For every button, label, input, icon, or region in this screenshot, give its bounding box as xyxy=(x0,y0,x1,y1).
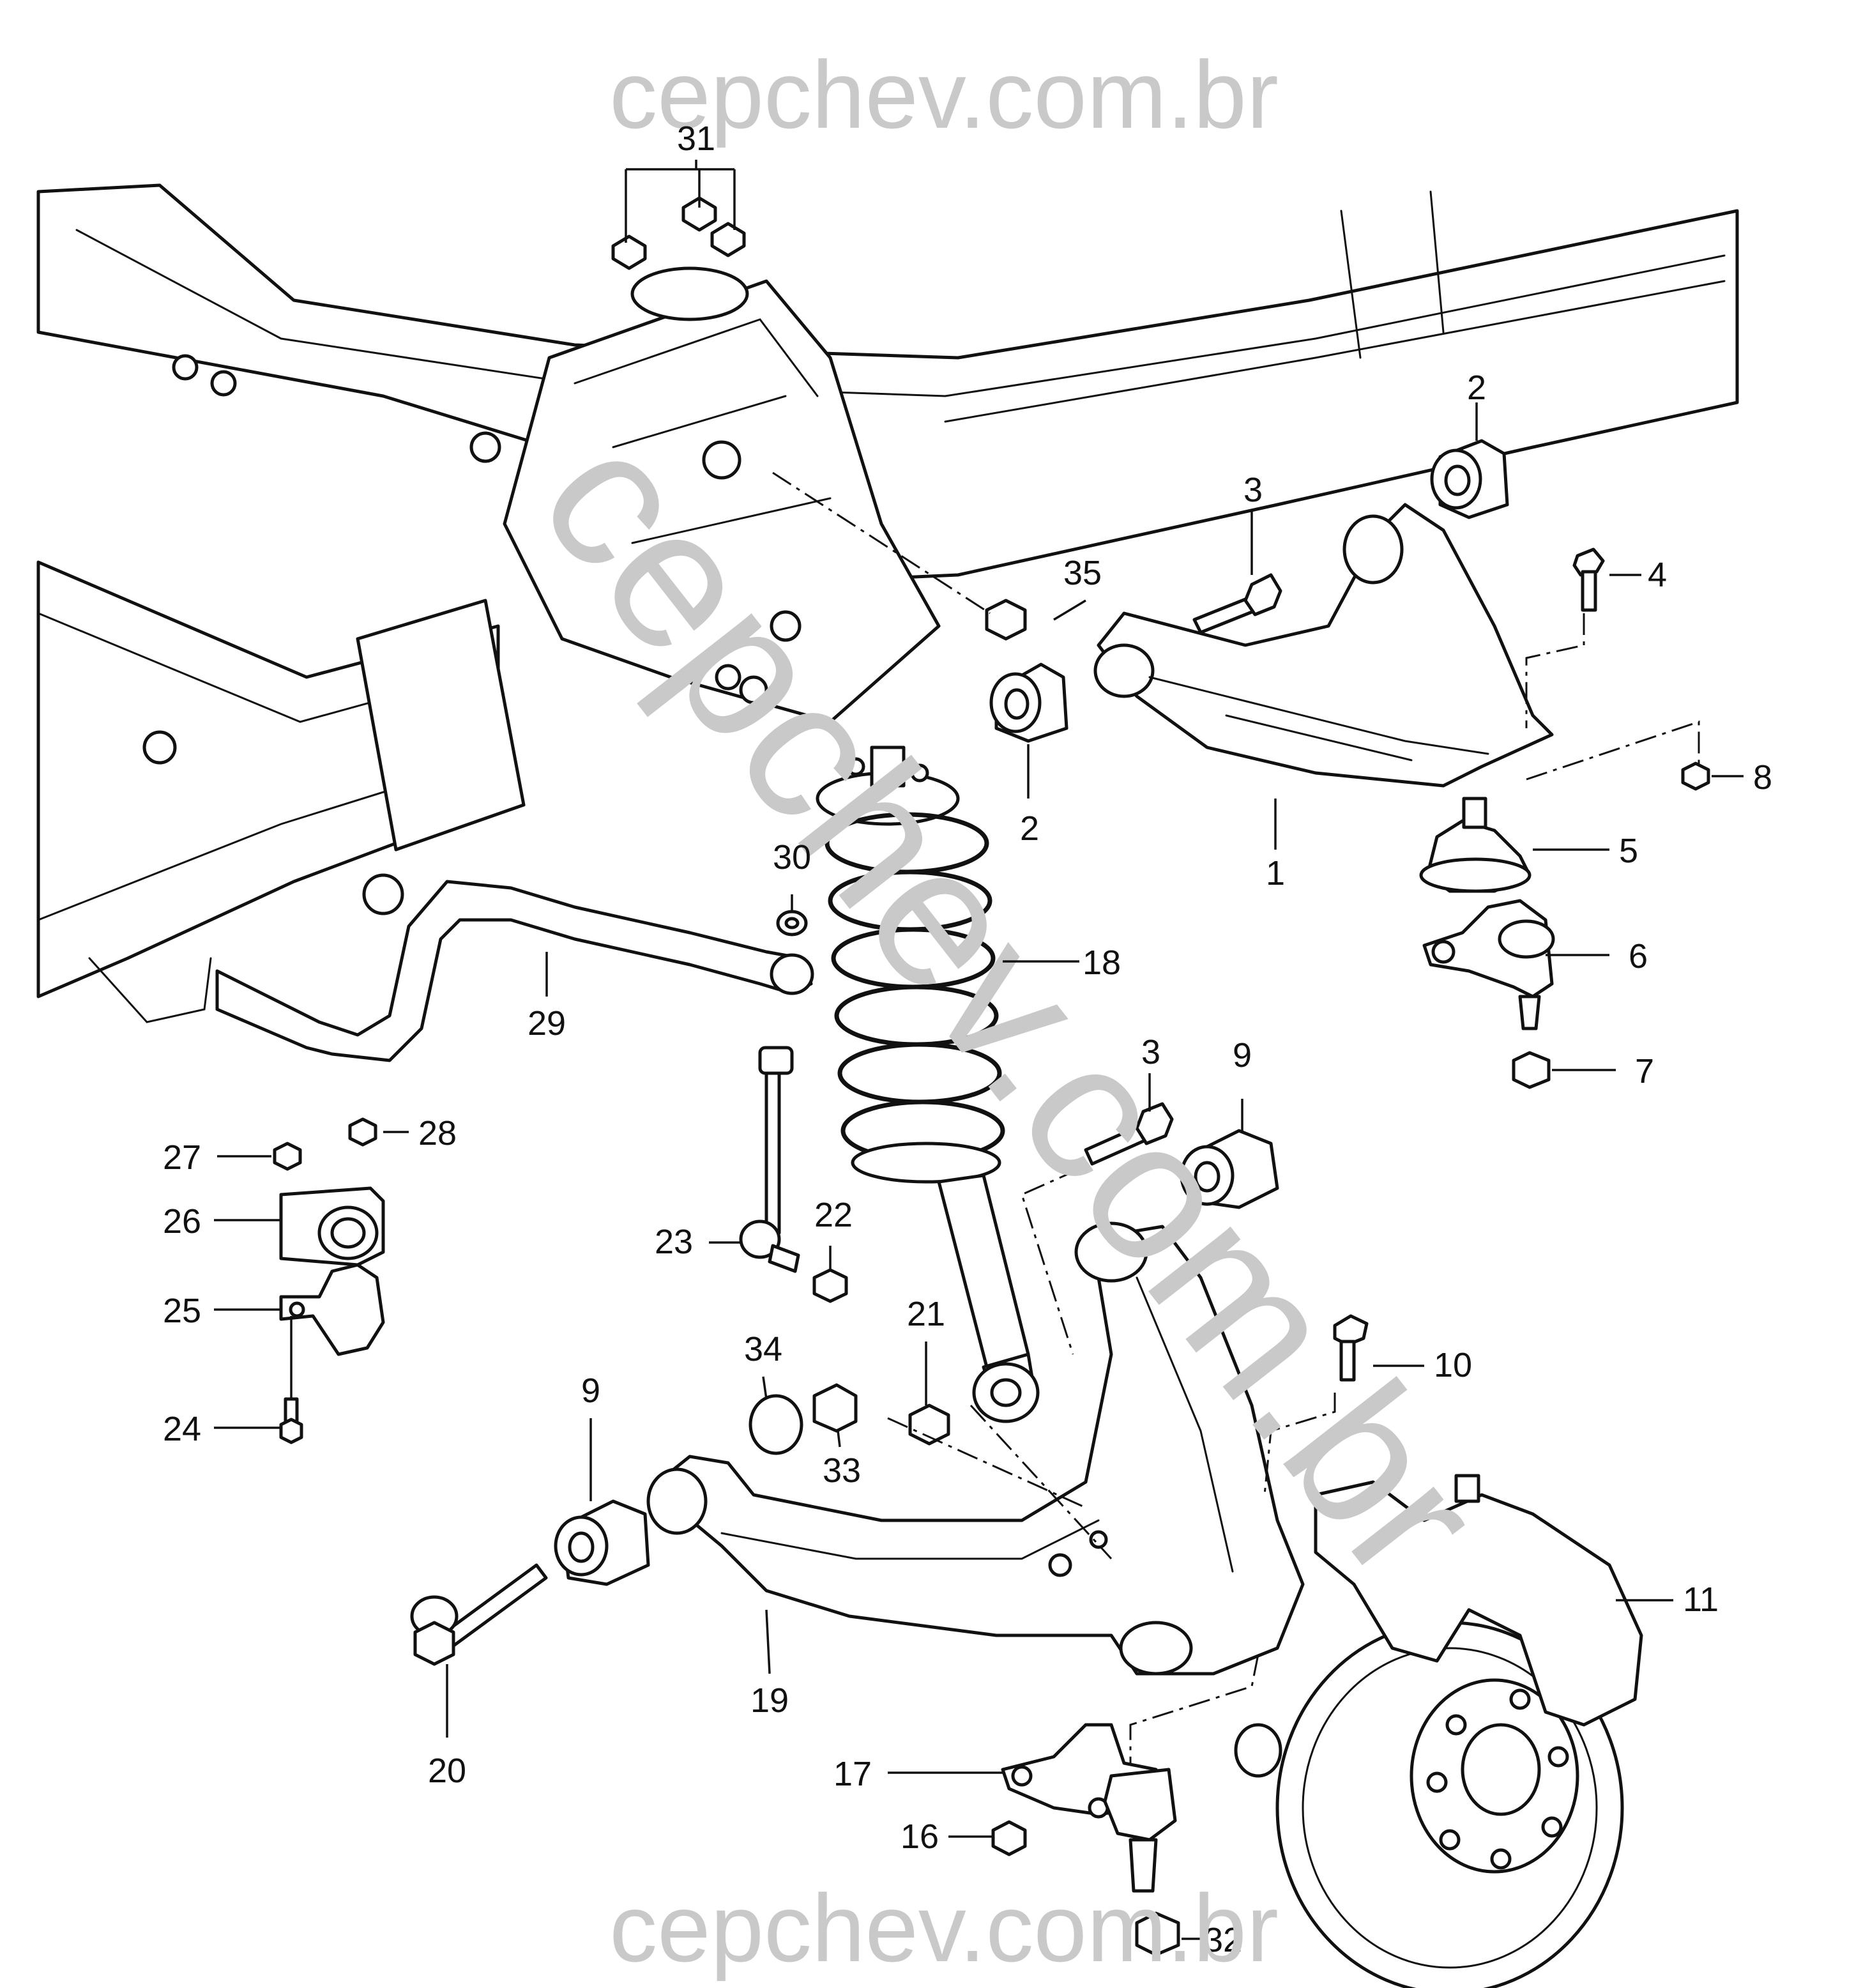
stabilizer-clamp-25 xyxy=(279,1263,385,1356)
upper-control-arm xyxy=(1093,503,1554,788)
callout-leaders xyxy=(214,160,1744,1940)
stabilizer-bushing-26 xyxy=(279,1186,385,1267)
nut-16 xyxy=(991,1820,1027,1856)
bolt-24 xyxy=(279,1397,303,1444)
assembly-center-lines xyxy=(772,471,1700,1763)
stabilizer-bar-29 xyxy=(215,880,814,1062)
bolt-10 xyxy=(1333,1314,1369,1382)
callout-16: 16 xyxy=(901,1817,939,1856)
callout-21: 21 xyxy=(907,1295,945,1333)
bolt-20 xyxy=(410,1563,548,1666)
callout-3-lower: 3 xyxy=(1141,1033,1160,1071)
nut-32 xyxy=(1135,1911,1180,1957)
nut-set-31 xyxy=(611,196,746,270)
callout-35: 35 xyxy=(1063,554,1102,592)
bushing-9-lower xyxy=(554,1499,650,1586)
callout-9-upper: 9 xyxy=(1233,1036,1252,1074)
coil-spring-strut-18 xyxy=(816,746,1040,1423)
nut-33 xyxy=(812,1383,858,1433)
ball-joint-boot-5 xyxy=(1419,797,1532,893)
callout-32: 32 xyxy=(1204,1921,1242,1959)
callout-22: 22 xyxy=(814,1196,853,1234)
watermark-bottom: cepchev.com.br xyxy=(609,1874,1279,1982)
washer-34 xyxy=(749,1394,803,1455)
callout-20: 20 xyxy=(428,1752,466,1790)
callout-9-lower: 9 xyxy=(581,1372,600,1410)
bushing-2-middle xyxy=(989,662,1068,743)
lower-control-arm-19 xyxy=(646,1221,1305,1676)
callout-7: 7 xyxy=(1635,1052,1654,1090)
callout-31: 31 xyxy=(677,119,715,158)
callout-33: 33 xyxy=(823,1451,861,1490)
bushing-2-upper xyxy=(1430,439,1509,519)
callout-29: 29 xyxy=(528,1004,566,1043)
lower-ball-joint-17 xyxy=(1001,1723,1177,1893)
callout-4: 4 xyxy=(1648,556,1667,594)
callout-6: 6 xyxy=(1629,937,1648,975)
callout-23: 23 xyxy=(655,1223,693,1261)
callout-2-middle: 2 xyxy=(1020,809,1039,848)
upper-ball-joint-6 xyxy=(1422,899,1555,1030)
callout-34: 34 xyxy=(744,1330,782,1368)
callout-1: 1 xyxy=(1266,854,1285,892)
vehicle-frame xyxy=(36,183,1739,1023)
callout-17: 17 xyxy=(833,1755,872,1793)
bolt-3-upper xyxy=(1192,573,1282,634)
nut-27 xyxy=(273,1142,302,1171)
nut-22 xyxy=(812,1268,848,1303)
callout-28: 28 xyxy=(418,1114,457,1152)
callout-labels: 31 1 2 2 3 3 4 5 6 7 8 9 9 10 11 16 17 1… xyxy=(163,119,1772,1959)
watermark-top: cepchev.com.br xyxy=(609,41,1279,148)
nut-7 xyxy=(1512,1051,1551,1089)
bushing-9-upper xyxy=(1180,1129,1279,1209)
callout-25: 25 xyxy=(163,1292,201,1330)
callout-2-upper: 2 xyxy=(1467,369,1486,407)
callout-5: 5 xyxy=(1619,832,1638,870)
nut-35 xyxy=(985,599,1027,641)
callout-10: 10 xyxy=(1434,1346,1472,1384)
callout-30: 30 xyxy=(773,838,811,876)
washer-30 xyxy=(776,910,808,937)
stabilizer-link-23 xyxy=(739,1046,800,1273)
callout-11: 11 xyxy=(1683,1580,1719,1619)
bolt-3-lower xyxy=(1084,1102,1174,1166)
callout-8: 8 xyxy=(1753,758,1772,797)
bolt-4 xyxy=(1572,547,1605,612)
callout-27: 27 xyxy=(163,1138,201,1177)
knuckle-hub-disc-11 xyxy=(1234,1474,1643,1988)
callout-3-upper: 3 xyxy=(1243,471,1263,509)
nut-8 xyxy=(1681,761,1710,791)
nut-28 xyxy=(348,1117,377,1147)
callout-19: 19 xyxy=(750,1681,789,1720)
nut-21 xyxy=(908,1403,950,1446)
callout-18: 18 xyxy=(1083,944,1121,982)
callout-24: 24 xyxy=(163,1410,201,1448)
callout-26: 26 xyxy=(163,1202,201,1241)
